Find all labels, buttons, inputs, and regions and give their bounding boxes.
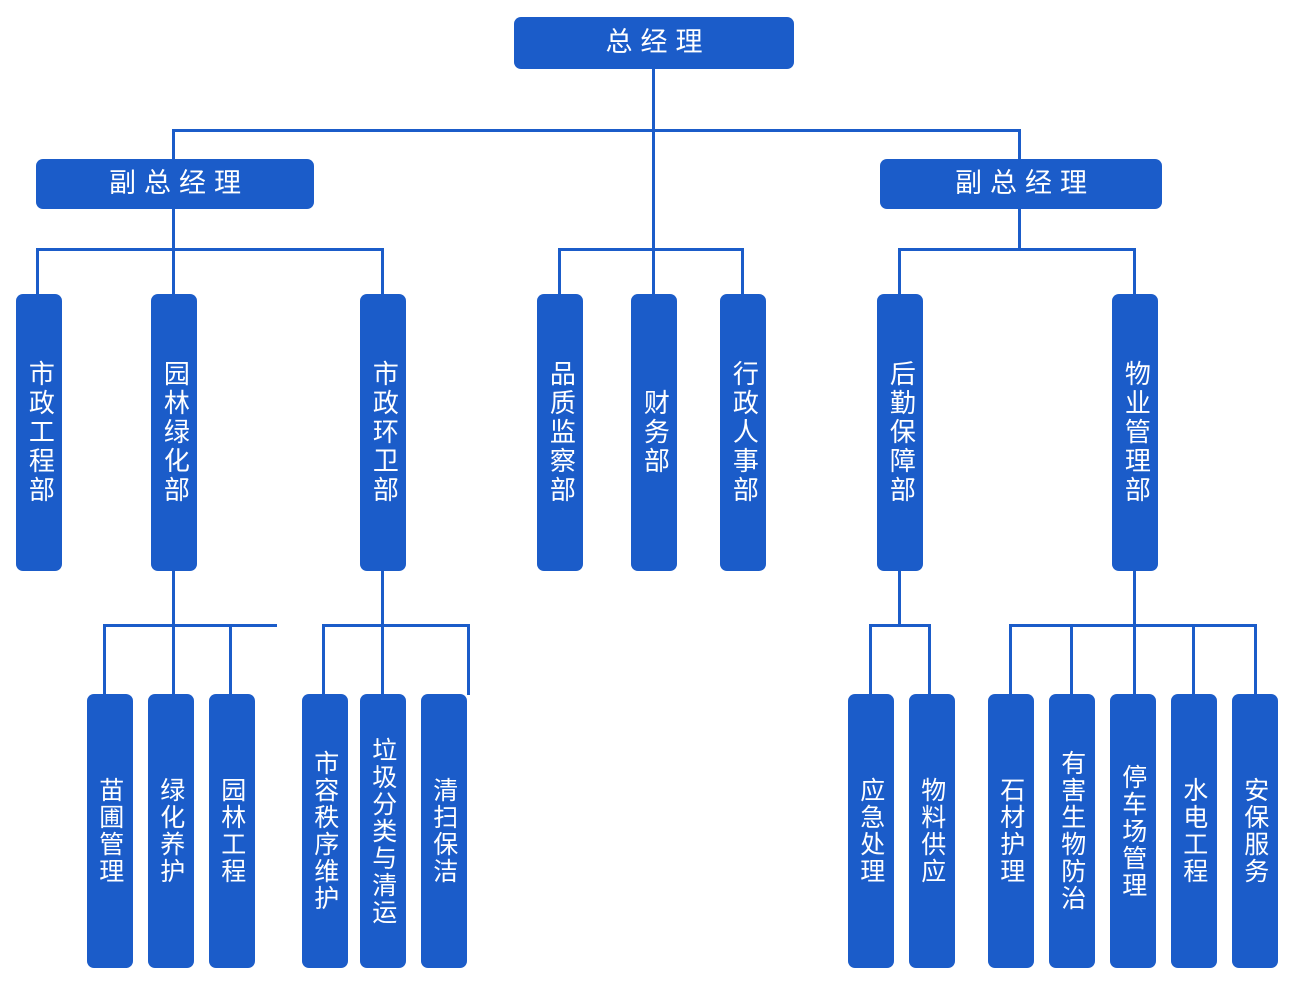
node-general-manager[interactable]: 总经理	[514, 17, 794, 69]
node-team-garden-engineering[interactable]: 园林工程	[209, 694, 255, 968]
connector-sanitation-team-2	[381, 624, 384, 695]
connector-property-team-4	[1192, 624, 1195, 695]
connector-left-dept-2	[172, 248, 175, 294]
connector-center-dept-bus	[558, 248, 744, 251]
node-team-pest-control[interactable]: 有害生物防治	[1049, 694, 1095, 968]
node-team-greening-maintenance[interactable]: 绿化养护	[148, 694, 194, 968]
connector-landscaping-team-1	[103, 624, 106, 695]
node-deputy-general-manager-right[interactable]: 副总经理	[880, 159, 1162, 209]
connector-gm-trunk	[652, 69, 655, 131]
node-dept-logistics-support[interactable]: 后勤保障部	[877, 294, 923, 571]
connector-right-dept-bus	[898, 248, 1136, 251]
node-team-security-service[interactable]: 安保服务	[1232, 694, 1278, 968]
node-dept-quality-supervision[interactable]: 品质监察部	[537, 294, 583, 571]
node-team-nursery-management[interactable]: 苗圃管理	[87, 694, 133, 968]
connector-gm-center-trunk	[652, 129, 655, 250]
node-dept-landscaping[interactable]: 园林绿化部	[151, 294, 197, 571]
node-team-waste-sorting-transport[interactable]: 垃圾分类与清运	[360, 694, 406, 968]
node-team-water-electric-engineering[interactable]: 水电工程	[1171, 694, 1217, 968]
node-dept-municipal-sanitation[interactable]: 市政环卫部	[360, 294, 406, 571]
connector-center-dept-3	[741, 248, 744, 294]
connector-center-dept-2	[652, 248, 655, 294]
connector-center-dept-1	[558, 248, 561, 294]
node-dept-municipal-engineering[interactable]: 市政工程部	[16, 294, 62, 571]
connector-landscaping-team-2	[172, 624, 175, 695]
connector-left-dept-3	[381, 248, 384, 294]
connector-right-dept-2	[1133, 248, 1136, 294]
node-dept-finance[interactable]: 财务部	[631, 294, 677, 571]
connector-logistics-bus	[869, 624, 931, 627]
connector-property-team-1	[1009, 624, 1012, 695]
node-deputy-general-manager-left[interactable]: 副总经理	[36, 159, 314, 209]
connector-logistics-trunk	[898, 571, 901, 626]
connector-deputy-left-trunk	[172, 209, 175, 250]
connector-sanitation-team-3	[467, 624, 470, 695]
connector-property-team-2	[1070, 624, 1073, 695]
connector-landscaping-bus	[103, 624, 277, 627]
connector-right-dept-1	[898, 248, 901, 294]
connector-level2-bus	[172, 129, 1020, 132]
node-team-city-appearance-order[interactable]: 市容秩序维护	[302, 694, 348, 968]
connector-sanitation-team-1	[322, 624, 325, 695]
connector-property-team-5	[1254, 624, 1257, 695]
node-team-material-supply[interactable]: 物料供应	[909, 694, 955, 968]
connector-to-deputy-left	[172, 129, 175, 160]
node-team-parking-management[interactable]: 停车场管理	[1110, 694, 1156, 968]
connector-deputy-right-trunk	[1018, 209, 1021, 250]
node-team-emergency-response[interactable]: 应急处理	[848, 694, 894, 968]
connector-landscaping-trunk	[172, 571, 175, 626]
connector-left-dept-1	[36, 248, 39, 294]
node-team-street-cleaning[interactable]: 清扫保洁	[421, 694, 467, 968]
connector-sanitation-bus	[322, 624, 470, 627]
connector-landscaping-team-3	[229, 624, 232, 695]
node-team-stone-care[interactable]: 石材护理	[988, 694, 1034, 968]
connector-to-deputy-right	[1018, 129, 1021, 160]
node-dept-administration-hr[interactable]: 行政人事部	[720, 294, 766, 571]
connector-sanitation-trunk	[381, 571, 384, 626]
connector-logistics-team-1	[869, 624, 872, 695]
connector-property-trunk	[1133, 571, 1136, 626]
node-dept-property-management[interactable]: 物业管理部	[1112, 294, 1158, 571]
connector-property-team-3	[1133, 624, 1136, 695]
connector-left-dept-bus	[36, 248, 384, 251]
connector-logistics-team-2	[928, 624, 931, 695]
